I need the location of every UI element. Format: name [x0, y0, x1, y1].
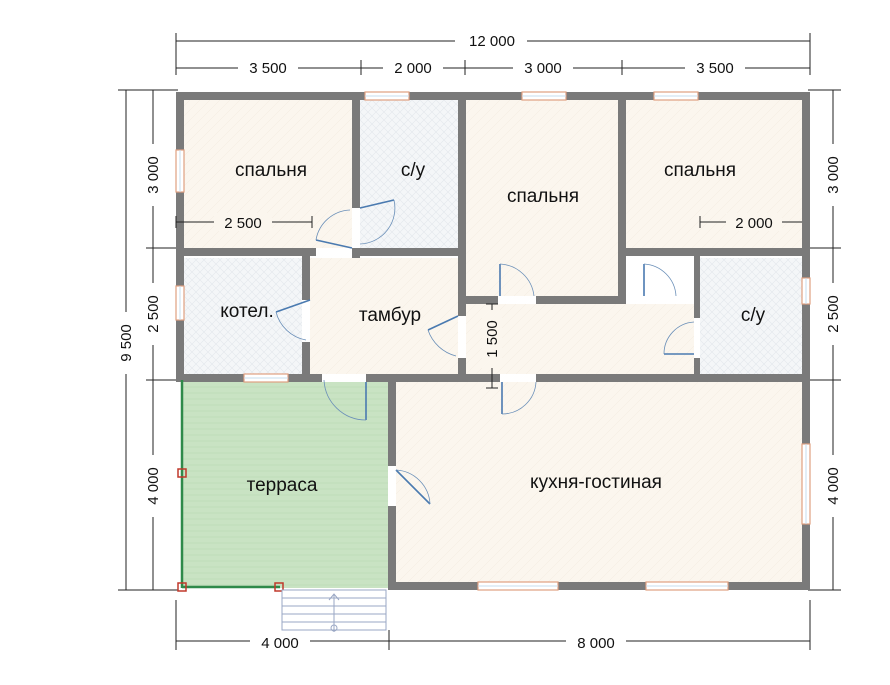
dim-inner-right-bedroom: 2 000 [735, 215, 773, 232]
terrace-edge [177, 380, 284, 592]
right-dimensions: 3 000 2 500 4 000 [808, 89, 843, 591]
room-kitchen-living: кухня-гостиная [530, 472, 662, 493]
dim-left-2: 2 500 [145, 295, 162, 333]
dim-right-1: 3 000 [825, 156, 842, 194]
top-dimensions: 12 000 3 500 2 000 3 000 3 500 [175, 31, 811, 77]
post-marker [177, 468, 187, 478]
dim-bottom-2: 8 000 [577, 635, 615, 652]
room-bedroom-right: спальня [664, 160, 736, 181]
dim-top-3: 3 000 [524, 60, 562, 77]
openings [302, 208, 700, 506]
terrace-area [181, 380, 390, 588]
room-bedroom-left: спальня [235, 160, 307, 181]
room-bedroom-center: спальня [507, 186, 579, 207]
dim-inner-left-bedroom: 2 500 [224, 215, 262, 232]
room-labels: спальня с/у спальня спальня котел. тамбу… [220, 160, 765, 496]
room-bathroom-right: с/у [741, 305, 766, 326]
room-bathroom-top: с/у [401, 160, 426, 181]
inner-dimensions: 2 500 2 000 1 500 [175, 213, 802, 389]
dim-top-2: 2 000 [394, 60, 432, 77]
dim-top-total: 12 000 [469, 33, 515, 50]
dim-left-1: 3 000 [145, 156, 162, 194]
room-boiler: котел. [220, 301, 273, 322]
left-dimensions: 9 500 3 000 2 500 4 000 [116, 89, 178, 591]
bottom-dimensions: 4 000 8 000 [175, 600, 811, 652]
dim-right-2: 2 500 [825, 295, 842, 333]
dim-left-3: 4 000 [145, 467, 162, 505]
dim-right-3: 4 000 [825, 467, 842, 505]
post-marker [274, 582, 284, 592]
dim-left-total: 9 500 [118, 324, 135, 362]
room-terrace: терраса [247, 475, 318, 496]
dim-bottom-1: 4 000 [261, 635, 299, 652]
room-vestibule: тамбур [359, 305, 421, 326]
doors [275, 199, 695, 505]
floors [181, 100, 802, 588]
post-marker [177, 582, 187, 592]
entrance-stairs [281, 589, 387, 632]
arrow-up-icon [328, 593, 340, 601]
dim-top-4: 3 500 [696, 60, 734, 77]
dim-top-1: 3 500 [249, 60, 287, 77]
windows [175, 91, 811, 591]
dim-inner-corridor: 1 500 [484, 320, 501, 358]
